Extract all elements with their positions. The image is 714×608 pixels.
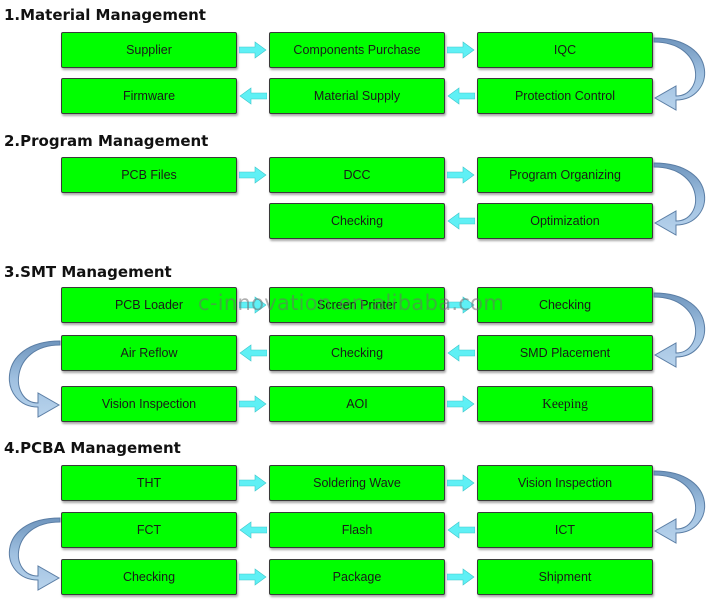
step-aoi: AOI: [269, 386, 445, 422]
step-checking-pcba: Checking: [61, 559, 237, 595]
section-title-material: 1.Material Management: [4, 6, 206, 24]
section-title-program: 2.Program Management: [4, 132, 209, 150]
u-turn-arrow-right-icon: [653, 162, 706, 236]
arrow-left-icon: [447, 344, 475, 362]
arrow-right-icon: [239, 166, 267, 184]
step-protection-control: Protection Control: [477, 78, 653, 114]
step-tht: THT: [61, 465, 237, 501]
section-title-pcba: 4.PCBA Management: [4, 439, 181, 457]
step-checking-smt-1: Checking: [477, 287, 653, 323]
step-vision-inspection-pcba: Vision Inspection: [477, 465, 653, 501]
arrow-right-icon: [239, 395, 267, 413]
step-fct: FCT: [61, 512, 237, 548]
step-checking-smt-2: Checking: [269, 335, 445, 371]
step-vision-inspection-smt: Vision Inspection: [61, 386, 237, 422]
arrow-left-icon: [239, 521, 267, 539]
arrow-right-icon: [447, 568, 475, 586]
arrow-left-icon: [447, 521, 475, 539]
step-components-purchase: Components Purchase: [269, 32, 445, 68]
step-dcc: DCC: [269, 157, 445, 193]
watermark-text: c-innovation.en.alibaba.com: [198, 291, 505, 315]
arrow-right-icon: [447, 395, 475, 413]
step-pcb-files: PCB Files: [61, 157, 237, 193]
u-turn-arrow-right-icon: [653, 292, 705, 368]
step-ict: ICT: [477, 512, 653, 548]
section-title-smt: 3.SMT Management: [4, 263, 172, 281]
arrow-right-icon: [239, 568, 267, 586]
arrow-right-icon: [447, 474, 475, 492]
step-shipment: Shipment: [477, 559, 653, 595]
arrow-right-icon: [447, 41, 475, 59]
step-supplier: Supplier: [61, 32, 237, 68]
u-turn-arrow-right-icon: [653, 37, 706, 111]
arrow-left-icon: [239, 87, 267, 105]
arrow-right-icon: [239, 41, 267, 59]
step-optimization: Optimization: [477, 203, 653, 239]
step-iqc: IQC: [477, 32, 653, 68]
step-smd-placement: SMD Placement: [477, 335, 653, 371]
arrow-right-icon: [447, 166, 475, 184]
step-soldering-wave: Soldering Wave: [269, 465, 445, 501]
arrow-right-icon: [447, 296, 475, 314]
step-screen-printer: Screen Printer: [269, 287, 445, 323]
step-air-reflow: Air Reflow: [61, 335, 237, 371]
arrow-left-icon: [447, 87, 475, 105]
step-material-supply: Material Supply: [269, 78, 445, 114]
u-turn-arrow-right-icon: [653, 470, 706, 544]
u-turn-arrow-left-icon: [8, 517, 61, 591]
step-package: Package: [269, 559, 445, 595]
arrow-left-icon: [447, 212, 475, 230]
step-firmware: Firmware: [61, 78, 237, 114]
step-flash: Flash: [269, 512, 445, 548]
u-turn-arrow-left-icon: [9, 340, 61, 418]
step-pcb-loader: PCB Loader: [61, 287, 237, 323]
arrow-left-icon: [239, 344, 267, 362]
step-keeping: Keeping: [477, 386, 653, 422]
arrow-right-icon: [239, 474, 267, 492]
step-checking-program: Checking: [269, 203, 445, 239]
arrow-right-icon: [239, 296, 267, 314]
step-program-organizing: Program Organizing: [477, 157, 653, 193]
